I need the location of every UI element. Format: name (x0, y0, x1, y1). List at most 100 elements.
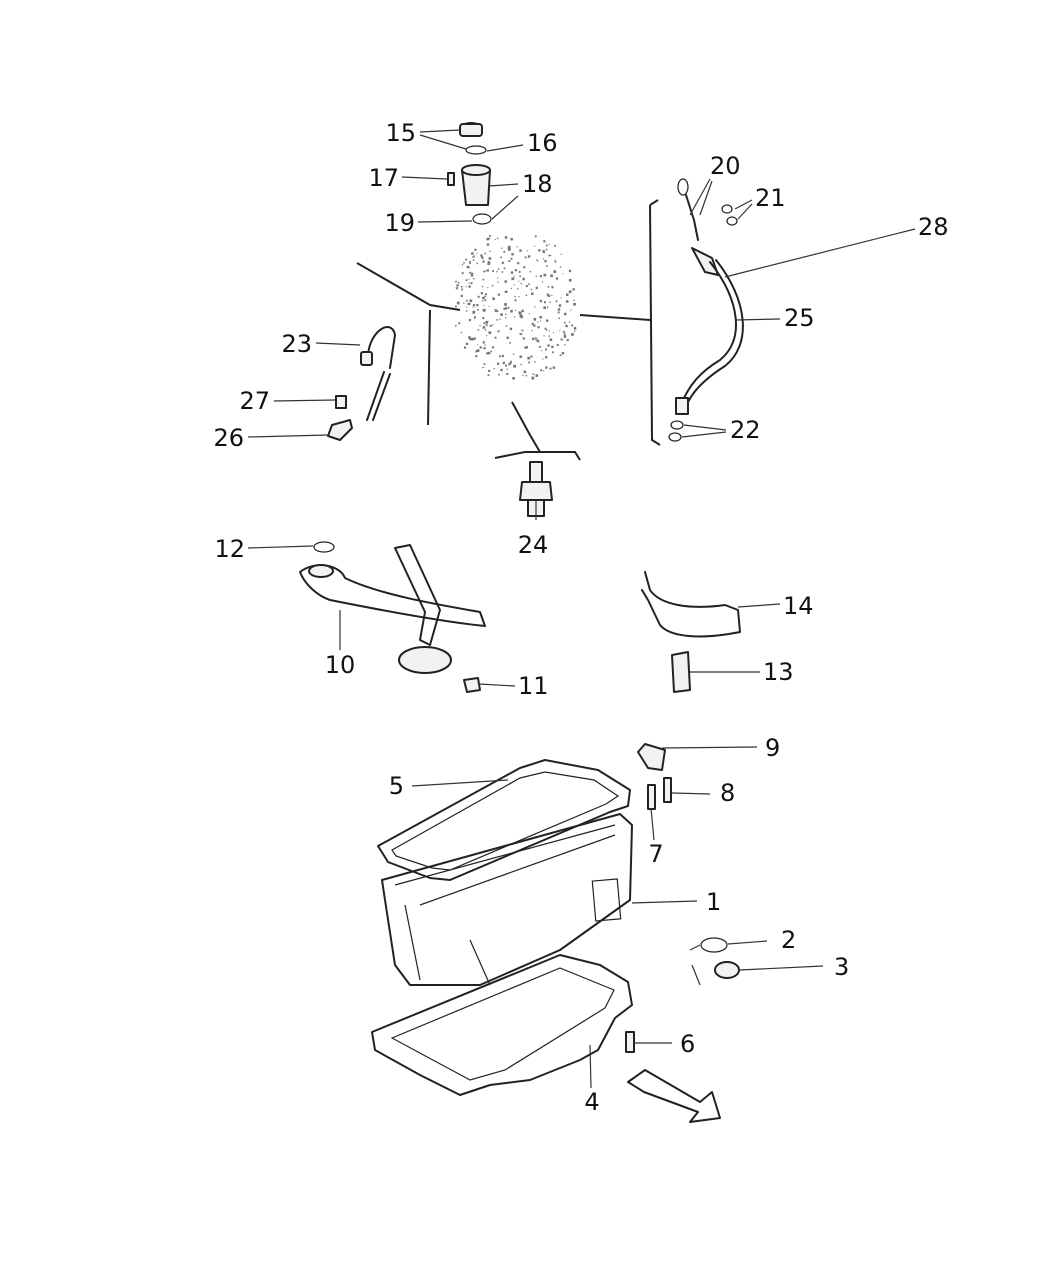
engine-speck (573, 327, 577, 330)
engine-speck (525, 346, 528, 349)
engine-speck (483, 304, 485, 306)
part-22-washer-upper (670, 420, 684, 430)
leader-lines (247, 129, 916, 1089)
oil-level-sensor-assembly (327, 326, 396, 441)
callout-1: 1 (706, 888, 721, 916)
callout-24: 24 (518, 531, 549, 559)
part-1-oil-pan (381, 813, 633, 986)
engine-speck (505, 313, 507, 315)
engine-speck (554, 244, 556, 247)
engine-block-outline (356, 199, 661, 461)
engine-speck (471, 272, 474, 275)
engine-speck (479, 324, 481, 327)
engine-speck (559, 266, 562, 268)
engine-speck (552, 366, 556, 369)
part-22-washer-lower (668, 432, 682, 442)
engine-speck (564, 312, 567, 316)
part-8-bolt (663, 777, 672, 803)
engine-speck (512, 377, 515, 380)
part-10-pickup-tube (299, 564, 486, 627)
engine-speck (463, 262, 465, 264)
engine-speck (472, 310, 476, 314)
engine-speck (477, 295, 480, 298)
engine-speck (518, 311, 522, 315)
engine-speck (487, 262, 491, 265)
engine-speck (463, 302, 465, 304)
callout-8: 8 (720, 779, 735, 807)
engine-speck (477, 344, 479, 346)
engine-speck (476, 262, 478, 265)
engine-speck (528, 361, 530, 364)
engine-speck (458, 323, 460, 325)
engine-speck (510, 360, 512, 362)
engine-speck (555, 300, 558, 303)
engine-speck (505, 325, 508, 327)
engine-speck (513, 316, 515, 318)
engine-speck (546, 319, 549, 322)
callout-15: 15 (385, 119, 416, 147)
engine-speck (518, 271, 521, 273)
engine-speck (534, 245, 536, 247)
engine-speck (482, 278, 485, 281)
callout-5: 5 (389, 772, 404, 800)
engine-speck (455, 324, 457, 326)
engine-speck (568, 269, 572, 273)
part-2-washer (700, 937, 728, 953)
engine-speck (463, 346, 467, 349)
callout-12: 12 (214, 535, 245, 563)
engine-speck (468, 282, 470, 284)
engine-speck (509, 327, 513, 331)
engine-speck (532, 337, 535, 341)
engine-speck (544, 327, 547, 330)
dipstick-assembly (668, 178, 744, 442)
engine-speck (538, 345, 541, 348)
engine-speck (501, 354, 505, 358)
engine-speck (505, 236, 508, 239)
engine-speck (455, 280, 457, 283)
engine-speck (514, 299, 517, 302)
engine-speck (510, 271, 514, 274)
callout-2: 2 (781, 926, 796, 954)
engine-speck (465, 342, 469, 345)
engine-speck (482, 317, 485, 320)
engine-speck (483, 347, 486, 350)
engine-speck (498, 373, 500, 376)
part-21-clip-upper (721, 204, 733, 214)
engine-speck (494, 309, 498, 313)
callout-20: 20 (710, 152, 741, 180)
engine-speck (531, 322, 534, 326)
engine-speck (522, 337, 525, 340)
engine-speck (514, 295, 516, 298)
engine-speck (551, 286, 554, 289)
callout-22: 22 (730, 416, 761, 444)
engine-speck (513, 277, 515, 279)
engine-speck (469, 299, 473, 303)
engine-speck (549, 338, 553, 341)
engine-speck (482, 341, 485, 344)
engine-speck (515, 309, 517, 311)
windage-bracket-assembly (641, 571, 741, 693)
part-20-dipstick-handle (677, 178, 689, 196)
callout-25: 25 (784, 304, 815, 332)
engine-speck (474, 316, 476, 319)
engine-speck (469, 261, 471, 263)
engine-speck (533, 318, 537, 321)
engine-speck (491, 284, 494, 287)
engine-speck (558, 304, 562, 307)
callout-17: 17 (368, 164, 399, 192)
engine-speck (457, 281, 460, 284)
part-12-o-ring (313, 541, 335, 553)
engine-speck (456, 284, 459, 287)
engine-speck (483, 322, 485, 325)
callout-10: 10 (325, 651, 356, 679)
engine-speckle-texture (455, 235, 577, 380)
engine-speck (543, 273, 547, 277)
engine-speck (500, 313, 503, 316)
engine-speck (477, 329, 480, 331)
engine-speck (510, 237, 513, 241)
engine-speck (548, 335, 550, 337)
engine-speck (470, 337, 474, 341)
engine-speck (505, 364, 508, 367)
engine-speck (460, 331, 463, 334)
engine-speck (504, 280, 507, 283)
